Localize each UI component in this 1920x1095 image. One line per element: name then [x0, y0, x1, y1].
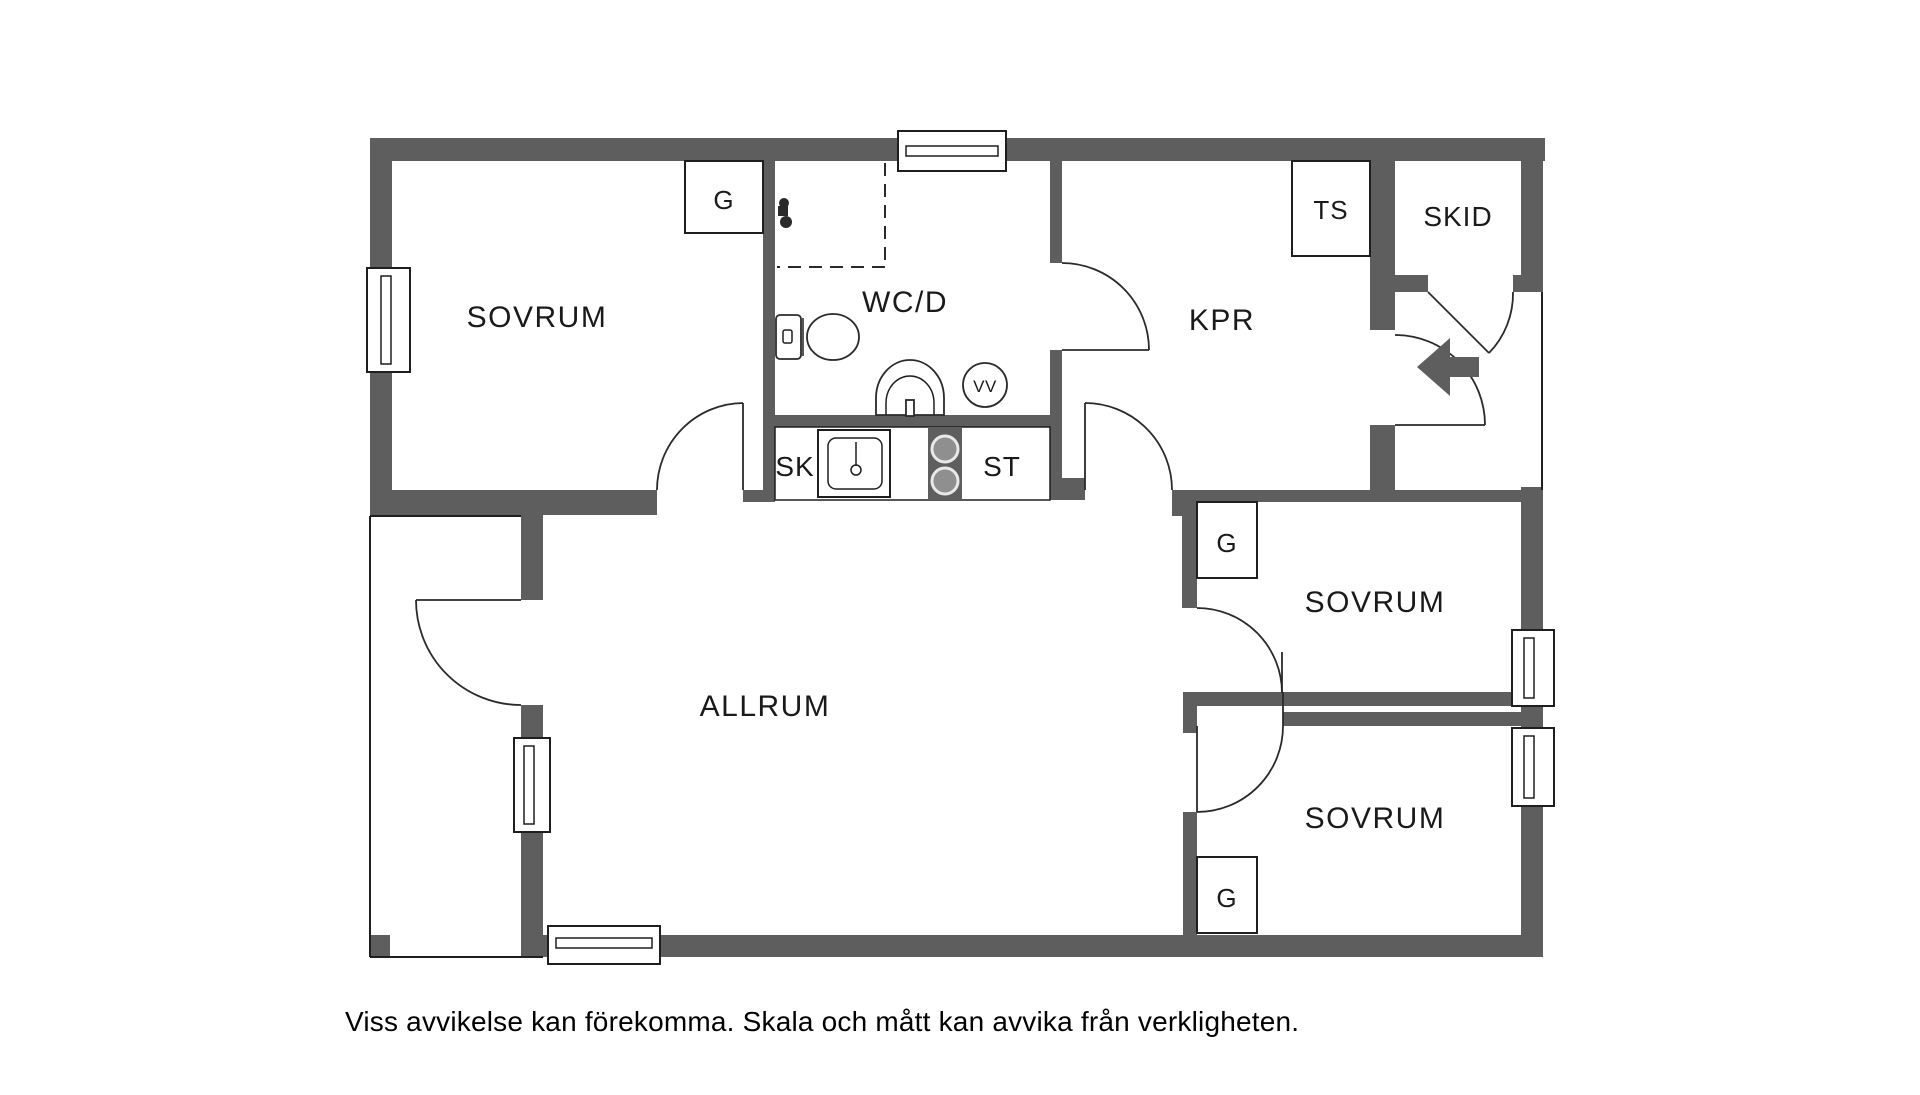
interior-walls [370, 161, 1543, 957]
wall-segment [1521, 487, 1543, 957]
door-kpr-to-allrum [1084, 402, 1173, 491]
stove-symbol [928, 427, 962, 500]
room-labels: SOVRUM WC/D KPR SKID SOVRUM ALLRUM SOVRU… [467, 185, 1492, 913]
entrance-arrow-icon [1417, 338, 1479, 396]
bathroom-fixtures: VV [775, 163, 1008, 417]
label-sovrum-top-left: SOVRUM [467, 301, 608, 334]
windows [366, 130, 1555, 965]
wall-segment [1183, 812, 1197, 935]
wardrobe-box-top-left [684, 160, 764, 234]
wall-segment [1370, 425, 1395, 491]
window-right-lower [1511, 727, 1555, 807]
kitchen-sink [817, 429, 891, 498]
door-skid [1427, 291, 1514, 354]
label-sovrum-right-lower: SOVRUM [1305, 802, 1446, 835]
wall-segment [370, 490, 657, 515]
door-sovrum-right-upper [1196, 607, 1283, 694]
label-wardrobe-top-left: G [713, 185, 734, 215]
wall-segment [521, 515, 543, 600]
wall-segment [1050, 427, 1062, 490]
wall-segment [1172, 490, 1184, 516]
doors [415, 262, 1514, 813]
wall-segment [1172, 490, 1543, 502]
door-wcd-to-kpr [1061, 262, 1150, 351]
label-skid: SKID [1423, 201, 1492, 232]
label-sink-cabinet: SK [775, 451, 814, 482]
wall-segment [1050, 161, 1062, 263]
wall-segment [1395, 275, 1428, 292]
window-right-upper [1511, 629, 1555, 707]
label-allrum: ALLRUM [700, 690, 831, 723]
toilet-icon [775, 313, 860, 361]
wall-segment [370, 935, 390, 957]
water-heater-label: VV [973, 377, 997, 396]
wall-segment [1521, 138, 1543, 292]
label-sovrum-right-upper: SOVRUM [1305, 586, 1446, 619]
door-sovrum-top-left [656, 402, 744, 491]
label-kpr: KPR [1189, 304, 1255, 337]
shower-mixer-icon [778, 198, 792, 228]
exterior-walls [370, 138, 1545, 957]
drying-cabinet-box [1291, 160, 1371, 257]
wall-segment [1183, 692, 1197, 733]
wardrobe-box-right-lower [1196, 856, 1258, 934]
patio-edge [369, 515, 543, 958]
label-drying-cabinet: TS [1313, 195, 1348, 225]
kitchen-counter [774, 426, 1051, 501]
disclaimer-text: Viss avvikelse kan förekomma. Skala och … [345, 1006, 1300, 1037]
label-wcd: WC/D [862, 286, 948, 319]
washbasin-icon [875, 359, 945, 417]
wall-segment [763, 161, 775, 490]
label-stove: ST [983, 451, 1021, 482]
window-bottom [547, 925, 661, 965]
closets [684, 160, 1371, 934]
shower-area-dashed [777, 163, 886, 268]
wall-segment [1183, 692, 1521, 706]
wall-segment [1513, 275, 1543, 292]
wall-segment [543, 935, 1543, 957]
window-allrum-west [513, 737, 551, 833]
wall-segment [521, 830, 543, 957]
door-sovrum-right-lower [1196, 692, 1284, 813]
wall-segment [1050, 478, 1085, 500]
label-wardrobe-right-lower: G [1216, 883, 1237, 913]
wall-segment [1050, 350, 1062, 427]
wall-segment [763, 415, 1062, 427]
entry [1417, 292, 1543, 490]
window-top [897, 130, 1007, 172]
door-balcony [415, 599, 522, 706]
window-left [366, 267, 411, 373]
wall-segment [1182, 502, 1197, 608]
water-heater-icon: VV [962, 362, 1008, 408]
patio-outline [369, 515, 543, 958]
wall-segment [1370, 161, 1395, 330]
wall-segment [743, 490, 775, 502]
wall-segment [1283, 712, 1521, 726]
label-wardrobe-right-upper: G [1216, 528, 1237, 558]
counter-outline [774, 426, 1051, 501]
wall-segment [521, 705, 543, 740]
wardrobe-box-right-upper [1196, 501, 1258, 579]
